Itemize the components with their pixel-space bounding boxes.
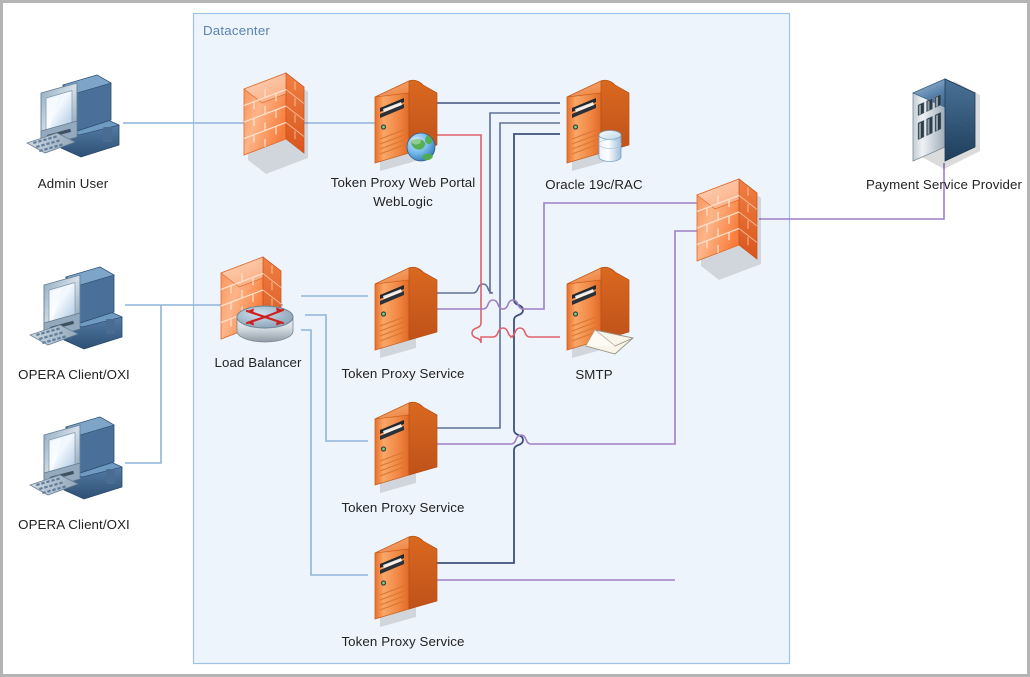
node-payment-provider[interactable] xyxy=(893,65,993,169)
node-admin-user[interactable] xyxy=(23,65,123,165)
node-label-token-proxy-3: Token Proxy Service xyxy=(341,634,465,649)
node-label-load-balancer: Load Balancer xyxy=(214,355,302,370)
node-label-token-proxy-1: Token Proxy Service xyxy=(341,366,465,381)
computer-icon xyxy=(29,416,123,500)
node-token-proxy-2[interactable] xyxy=(361,391,453,495)
node-firewall-top[interactable] xyxy=(236,67,312,175)
globe-icon xyxy=(406,132,436,162)
server-icon xyxy=(374,266,438,358)
node-opera-client-2[interactable] xyxy=(26,407,126,507)
node-label-payment-provider: Payment Service Provider xyxy=(865,177,1023,192)
datacenter-zone-layer xyxy=(192,12,791,665)
node-label-smtp: SMTP xyxy=(575,367,613,382)
computer-icon xyxy=(29,266,123,350)
server-icon xyxy=(566,266,634,358)
link-web-portal-to-smtp xyxy=(435,134,560,344)
computer-icon xyxy=(26,74,120,158)
firewall-icon xyxy=(243,72,308,174)
building-icon xyxy=(912,78,980,169)
node-label-opera-client-1: OPERA Client/OXI xyxy=(18,367,130,382)
router-icon xyxy=(236,305,294,343)
firewall-icon xyxy=(696,178,761,280)
envelope-icon xyxy=(585,329,634,355)
node-label-web-portal: Token Proxy Web Portal WebLogic xyxy=(330,175,476,209)
node-load-balancer[interactable] xyxy=(213,251,323,361)
load-balancer-icon xyxy=(220,256,294,343)
server-icon xyxy=(374,535,438,627)
server-icon xyxy=(374,401,438,493)
datacenter-zone-label: Datacenter xyxy=(203,23,271,38)
node-web-portal[interactable] xyxy=(361,69,453,173)
node-label-token-proxy-2: Token Proxy Service xyxy=(341,500,465,515)
node-opera-client-1[interactable] xyxy=(26,257,126,357)
connections-layer xyxy=(123,102,945,581)
node-smtp[interactable] xyxy=(553,256,653,366)
database-icon xyxy=(598,130,622,162)
server-icon xyxy=(566,79,630,171)
node-token-proxy-3[interactable] xyxy=(361,525,453,629)
node-label-admin-user: Admin User xyxy=(37,176,109,191)
server-icon xyxy=(374,79,438,171)
node-token-proxy-1[interactable] xyxy=(361,256,453,360)
node-label-opera-client-2: OPERA Client/OXI xyxy=(18,517,130,532)
node-firewall-right[interactable] xyxy=(689,173,765,281)
node-label-oracle-db: Oracle 19c/RAC xyxy=(545,177,643,192)
node-oracle-db[interactable] xyxy=(553,69,645,173)
